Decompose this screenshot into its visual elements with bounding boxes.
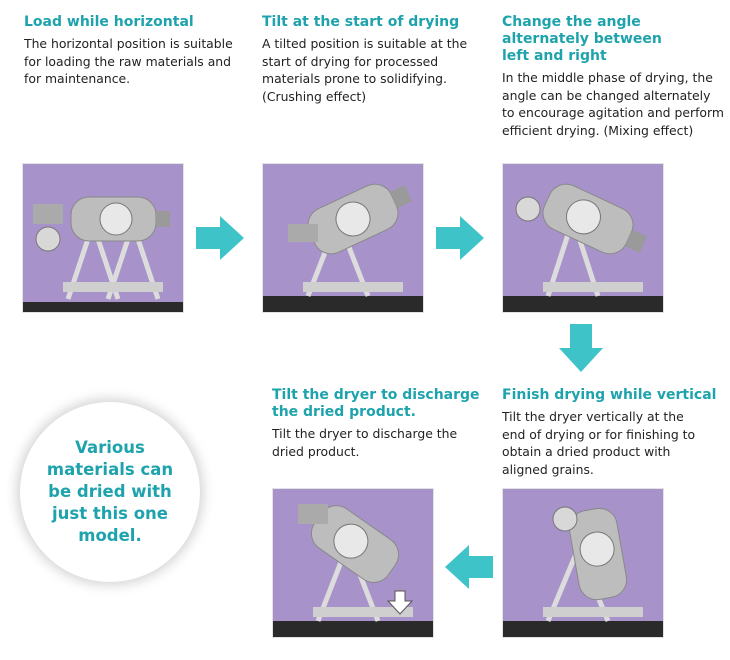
photo-alternate-dryer [502, 163, 664, 313]
arrow-left-icon [445, 545, 493, 589]
step-description: The horizontal position is suitable for … [24, 36, 233, 86]
photo-tilted-dryer [262, 163, 424, 313]
step-load-horizontal: Load while horizontal The horizontal pos… [24, 14, 234, 88]
step-title: Change the angle alternately between lef… [502, 14, 662, 64]
arrow-right-icon [196, 216, 244, 260]
step-title: Finish drying while vertical [502, 387, 717, 403]
step-discharge: Tilt the dryer to discharge the dried pr… [272, 387, 482, 460]
step-description: A tilted position is suitable at the sta… [262, 36, 468, 104]
arrow-right-icon [436, 216, 484, 260]
step-description: In the middle phase of drying, the angle… [502, 70, 724, 138]
step-title: Load while horizontal [24, 14, 194, 30]
photo-horizontal-dryer [22, 163, 184, 313]
step-tilt-start: Tilt at the start of drying A tilted pos… [262, 14, 477, 105]
callout-text: Various materials can be dried with just… [46, 438, 174, 545]
step-description: Tilt the dryer to discharge the dried pr… [272, 426, 458, 459]
step-finish-vertical: Finish drying while vertical Tilt the dr… [502, 387, 724, 478]
step-description: Tilt the dryer vertically at the end of … [502, 409, 696, 477]
step-alternate-angle: Change the angle alternately between lef… [502, 14, 724, 139]
step-title: Tilt at the start of drying [262, 14, 460, 30]
step-title: Tilt the dryer to discharge the dried pr… [272, 387, 480, 420]
arrow-down-icon [559, 324, 603, 372]
photo-vertical-dryer [502, 488, 664, 638]
callout-bubble: Various materials can be dried with just… [20, 402, 200, 582]
photo-discharge-dryer [272, 488, 434, 638]
